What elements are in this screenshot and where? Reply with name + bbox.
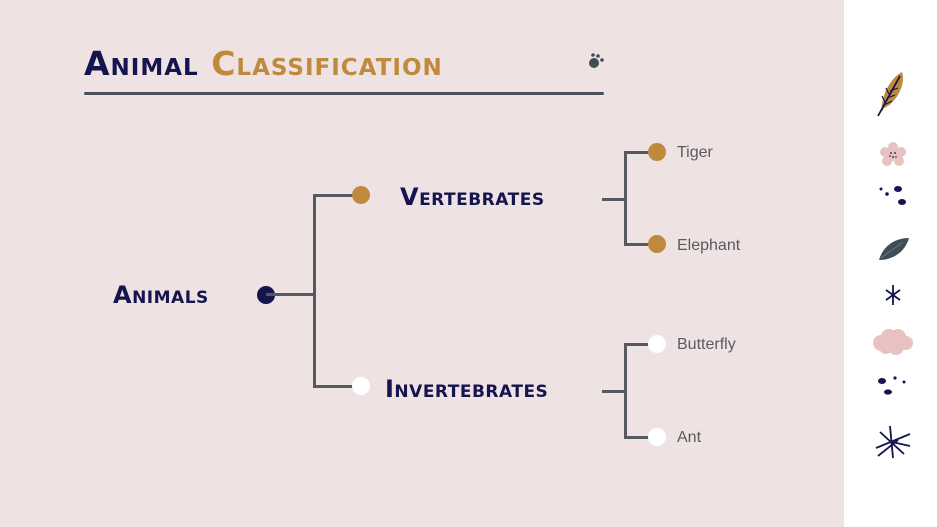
flower-icon [880,142,906,166]
dots-icon [879,186,906,205]
leaf-icon [879,238,909,260]
vertebrates-dot [352,186,370,204]
starburst-icon [875,425,911,459]
dots-icon [878,376,906,395]
connector-root-vertical [313,194,316,388]
ant-dot [648,428,666,446]
slide-canvas: Animal Classification Animals Vertebrate… [0,0,844,527]
node-invertebrates: Invertebrates [385,375,549,403]
cloud-icon [873,329,913,355]
connector-elephant [624,243,654,246]
invertebrates-dot [352,377,370,395]
connector-invertebrates-vertical [624,343,627,439]
leaf-elephant: Elephant [677,237,741,254]
page-title: Animal Classification [84,44,443,84]
connector-ant [624,436,654,439]
node-vertebrates: Vertebrates [400,183,545,211]
connector-invertebrates [313,385,358,388]
node-animals: Animals [113,281,209,309]
leaf-butterfly: Butterfly [677,336,736,353]
title-part-animal: Animal [84,44,199,83]
leaf-tiger: Tiger [677,144,713,161]
connector-vertebrates [313,194,358,197]
elephant-dot [648,235,666,253]
leaf-branch-icon [877,72,904,117]
tiger-dot [648,143,666,161]
asterisk-icon [885,285,901,305]
connector-tiger [624,151,654,154]
title-part-classification: Classification [211,44,443,83]
connector-root [266,293,316,296]
paw-icon [589,53,604,68]
decoration-sidebar [844,0,937,527]
connector-invertebrates-stub [602,390,627,393]
leaf-ant: Ant [677,429,702,446]
connector-vertebrates-vertical [624,151,627,246]
connector-vertebrates-stub [602,198,627,201]
connector-butterfly [624,343,654,346]
title-underline [84,92,604,95]
butterfly-dot [648,335,666,353]
